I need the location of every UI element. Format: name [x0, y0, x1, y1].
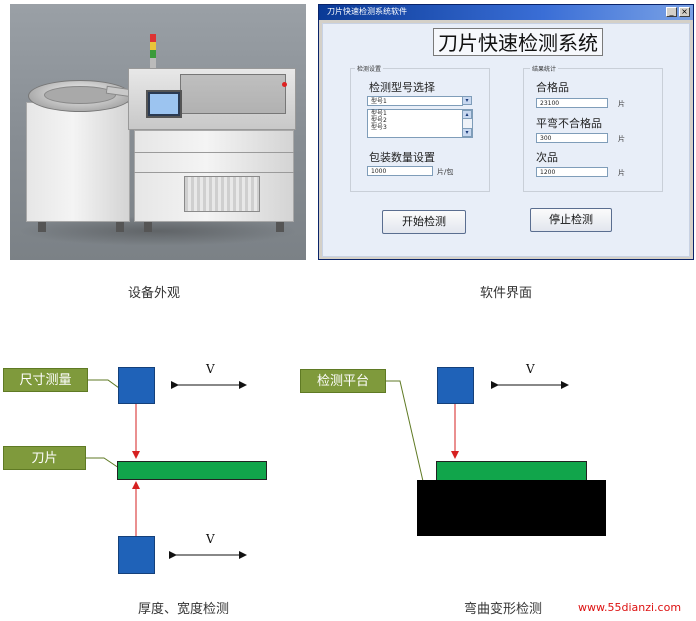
- results-group: 结果统计 合格品 23100 片 平弯不合格品 300 片 次品 1200 片: [523, 64, 663, 192]
- scroll-up-icon[interactable]: ▴: [462, 110, 472, 119]
- monitor-screen: [150, 94, 178, 114]
- blade-bar: [117, 461, 267, 480]
- size-measure-tag: 尺寸测量: [3, 368, 88, 392]
- window-client: 刀片快速检测系统 检测设置 检测型号选择 型号1 ▾ 型号1 型号2 型号3 ▴…: [322, 23, 690, 257]
- velocity-label-right: V: [526, 362, 535, 376]
- cabinet-divider-2: [134, 172, 294, 173]
- close-button[interactable]: ×: [679, 7, 690, 17]
- pass-label: 合格品: [536, 81, 569, 94]
- cabinet-grille: [184, 176, 260, 212]
- software-caption: 软件界面: [480, 286, 533, 301]
- defect-label: 次品: [536, 151, 558, 164]
- list-item[interactable]: 型号3: [371, 124, 387, 131]
- status-lamp: [282, 82, 287, 87]
- glass-cover: [180, 74, 286, 114]
- list-item[interactable]: 型号1: [371, 110, 387, 117]
- bending-caption: 弯曲变形检测: [464, 602, 543, 617]
- top-size-sensor: [118, 367, 155, 404]
- velocity-label-top: V: [206, 362, 215, 376]
- scrollbar-track[interactable]: [462, 119, 472, 128]
- settings-legend: 检测设置: [355, 64, 384, 73]
- qty-unit: 片/包: [437, 168, 454, 176]
- velocity-label-bottom: V: [206, 532, 215, 546]
- list-item[interactable]: 型号2: [371, 117, 387, 124]
- start-detection-button[interactable]: 开始检测: [382, 210, 466, 234]
- pass-unit: 片: [618, 100, 625, 108]
- feeder-cabinet: [26, 102, 130, 222]
- stop-detection-button[interactable]: 停止检测: [530, 208, 612, 232]
- bent-blade-bar: [436, 461, 587, 481]
- inspection-platform: [417, 480, 606, 536]
- main-title: 刀片快速检测系统: [433, 28, 603, 56]
- window-title: 刀片快速检测系统软件: [327, 7, 407, 16]
- bent-label: 平弯不合格品: [536, 117, 602, 130]
- minimize-button[interactable]: _: [666, 7, 677, 17]
- window-titlebar: 刀片快速检测系统软件 _ ×: [319, 5, 693, 20]
- bent-unit: 片: [618, 135, 625, 143]
- website-watermark: www.55dianzi.com: [578, 601, 682, 614]
- software-window: 刀片快速检测系统软件 _ × 刀片快速检测系统 检测设置 检测型号选择 型号1 …: [318, 4, 694, 260]
- bent-count-field: 300: [536, 133, 608, 143]
- signal-tower: [150, 34, 156, 68]
- model-list[interactable]: 型号1 型号2 型号3 ▴ ▾: [367, 109, 473, 138]
- qty-label: 包装数量设置: [369, 151, 435, 164]
- blade-tag: 刀片: [3, 446, 86, 470]
- thickness-caption: 厚度、宽度检测: [138, 602, 230, 617]
- defect-count-field: 1200: [536, 167, 608, 177]
- pass-count-field: 23100: [536, 98, 608, 108]
- foot: [116, 222, 124, 232]
- results-legend: 结果统计: [530, 64, 559, 73]
- model-label: 检测型号选择: [369, 81, 435, 94]
- model-dropdown-icon[interactable]: ▾: [462, 96, 472, 105]
- device-caption: 设备外观: [128, 286, 181, 301]
- foot: [276, 222, 284, 232]
- blade-tag-leader: [86, 457, 123, 471]
- qty-field[interactable]: 1000: [367, 166, 433, 176]
- bending-sensor: [437, 367, 474, 404]
- settings-group: 检测设置 检测型号选择 型号1 ▾ 型号1 型号2 型号3 ▴ ▾ 包装数量设置…: [350, 64, 490, 192]
- platform-tag: 检测平台: [300, 369, 386, 393]
- platform-tag-leader: [386, 380, 429, 504]
- device-photo: [10, 4, 306, 260]
- defect-unit: 片: [618, 169, 625, 177]
- cabinet-divider: [134, 152, 294, 153]
- foot: [38, 222, 46, 232]
- bottom-size-sensor: [118, 536, 155, 574]
- scroll-down-icon[interactable]: ▾: [462, 128, 472, 137]
- foot: [144, 222, 152, 232]
